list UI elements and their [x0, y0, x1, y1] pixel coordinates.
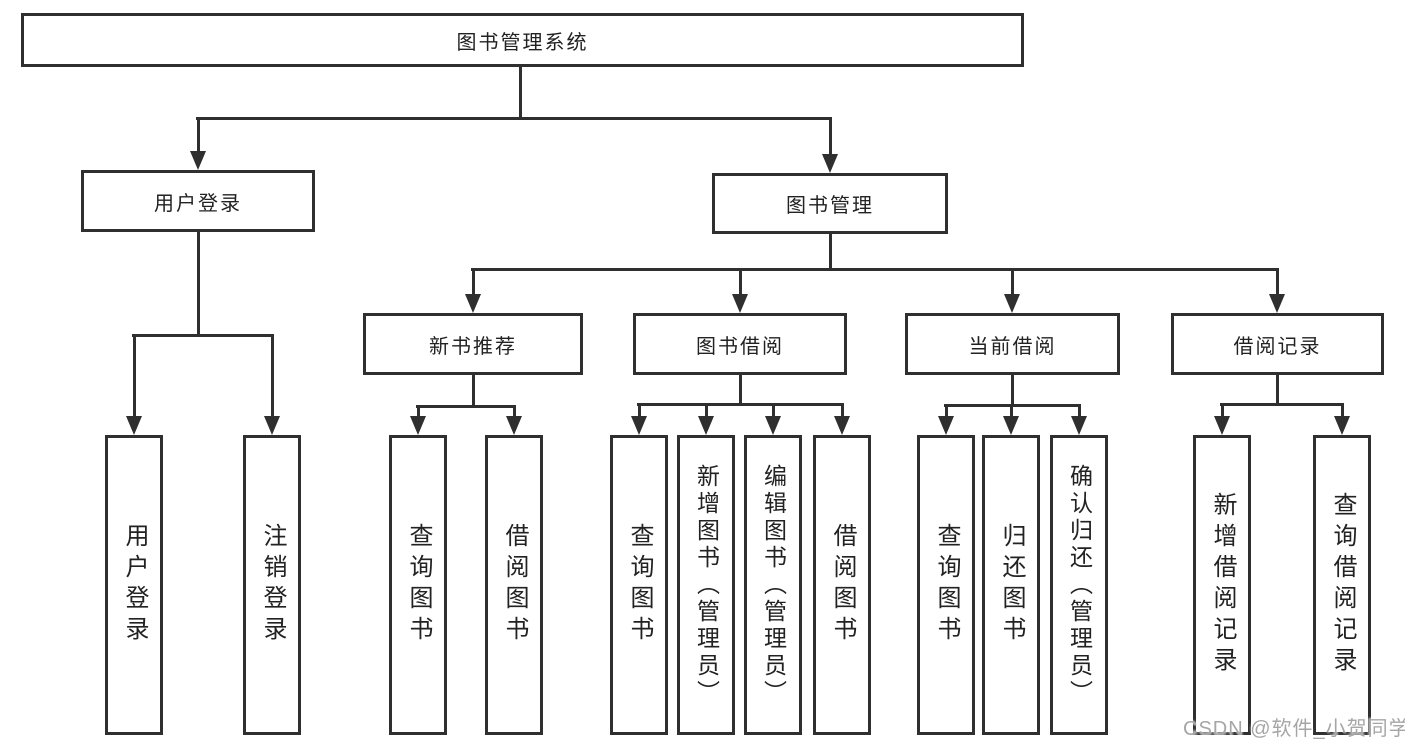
leaf-label: 归还图书	[998, 523, 1025, 647]
leaf-bb-edit-book: 编辑图书（管理员）	[744, 435, 802, 735]
leaf-bb-add-book: 新增图书（管理员）	[677, 435, 735, 735]
connector-line	[739, 268, 742, 296]
leaf-rec-borrow-book: 借阅图书	[485, 435, 543, 735]
connector-line	[1011, 375, 1014, 406]
arrow-down-icon	[732, 294, 748, 313]
node-book-management: 图书管理	[712, 173, 948, 234]
connector-line	[417, 405, 420, 418]
connector-line	[1220, 403, 1344, 406]
leaf-rec-query-book: 查询图书	[389, 435, 447, 735]
leaf-label: 借阅图书	[501, 523, 528, 647]
arrow-down-icon	[506, 416, 522, 435]
leaf-cb-confirm-return: 确认归还（管理员）	[1050, 435, 1108, 735]
node-book-borrow: 图书借阅	[633, 313, 847, 375]
connector-line	[197, 117, 200, 154]
arrow-down-icon	[126, 416, 142, 435]
arrow-down-icon	[631, 416, 647, 435]
arrow-down-icon	[1003, 416, 1019, 435]
leaf-br-query-record: 查询借阅记录	[1313, 435, 1371, 735]
arrow-down-icon	[190, 151, 206, 170]
connector-line	[705, 403, 708, 418]
connector-line	[829, 234, 832, 271]
connector-line	[1276, 375, 1279, 405]
leaf-label: 确认归还（管理员）	[1066, 463, 1093, 707]
connector-line	[472, 268, 475, 296]
connector-line	[1011, 268, 1014, 296]
node-label: 新书推荐	[429, 335, 517, 358]
arrow-down-icon	[698, 416, 714, 435]
leaf-label: 新增图书（管理员）	[693, 463, 720, 707]
arrow-down-icon	[822, 154, 838, 173]
connector-line	[132, 334, 274, 337]
node-label: 图书管理	[786, 195, 874, 217]
connector-line	[471, 268, 1279, 271]
leaf-label: 借阅图书	[829, 523, 856, 647]
node-new-book-recommend: 新书推荐	[363, 313, 583, 375]
arrow-down-icon	[410, 416, 426, 435]
node-label: 借阅记录	[1233, 335, 1322, 358]
arrow-down-icon	[1071, 416, 1087, 435]
watermark: CSDN @软件_小贺同学	[1183, 718, 1405, 740]
node-user-login: 用户登录	[81, 170, 315, 232]
leaf-label: 查询借阅记录	[1329, 492, 1356, 678]
connector-line	[1010, 404, 1013, 418]
connector-line	[133, 334, 136, 416]
leaf-label: 查询图书	[626, 523, 653, 647]
node-label: 图书管理系统	[456, 31, 589, 54]
arrow-down-icon	[1334, 416, 1350, 435]
leaf-bb-query-book: 查询图书	[610, 435, 668, 735]
leaf-user-login: 用户登录	[105, 435, 163, 735]
connector-line	[945, 404, 948, 418]
connector-line	[638, 403, 641, 418]
connector-line	[197, 232, 200, 336]
leaf-label: 注销登录	[259, 523, 286, 647]
leaf-logout: 注销登录	[243, 435, 301, 735]
connector-line	[416, 405, 516, 408]
node-label: 图书借阅	[696, 335, 784, 358]
arrow-down-icon	[938, 416, 954, 435]
connector-line	[1221, 403, 1224, 418]
connector-line	[519, 65, 522, 119]
leaf-label: 查询图书	[933, 523, 960, 647]
connector-line	[841, 403, 844, 418]
connector-line	[1341, 403, 1344, 418]
node-label: 用户登录	[154, 192, 242, 215]
connector-line	[472, 375, 475, 408]
connector-line	[1276, 268, 1279, 296]
arrow-down-icon	[834, 416, 850, 435]
connector-line	[739, 375, 742, 405]
leaf-label: 查询图书	[405, 523, 432, 647]
arrow-down-icon	[1214, 416, 1230, 435]
leaf-label: 新增借阅记录	[1209, 492, 1236, 678]
node-root: 图书管理系统	[21, 13, 1024, 67]
leaf-bb-borrow-book: 借阅图书	[813, 435, 871, 735]
connector-line	[196, 117, 832, 120]
leaf-cb-return-book: 归还图书	[982, 435, 1040, 735]
arrow-down-icon	[465, 294, 481, 313]
connector-line	[637, 403, 844, 406]
connector-line	[1078, 404, 1081, 418]
arrow-down-icon	[264, 416, 280, 435]
connector-line	[271, 334, 274, 416]
node-borrow-records: 借阅记录	[1171, 313, 1384, 375]
leaf-label: 编辑图书（管理员）	[760, 463, 787, 707]
arrow-down-icon	[1004, 294, 1020, 313]
leaf-br-add-record: 新增借阅记录	[1193, 435, 1251, 735]
connector-line	[772, 403, 775, 418]
arrow-down-icon	[1269, 294, 1285, 313]
node-label: 当前借阅	[968, 335, 1057, 358]
connector-line	[829, 117, 832, 156]
connector-line	[513, 405, 516, 418]
leaf-cb-query-book: 查询图书	[917, 435, 975, 735]
arrow-down-icon	[765, 416, 781, 435]
node-current-borrow: 当前借阅	[905, 313, 1120, 375]
leaf-label: 用户登录	[121, 523, 148, 647]
